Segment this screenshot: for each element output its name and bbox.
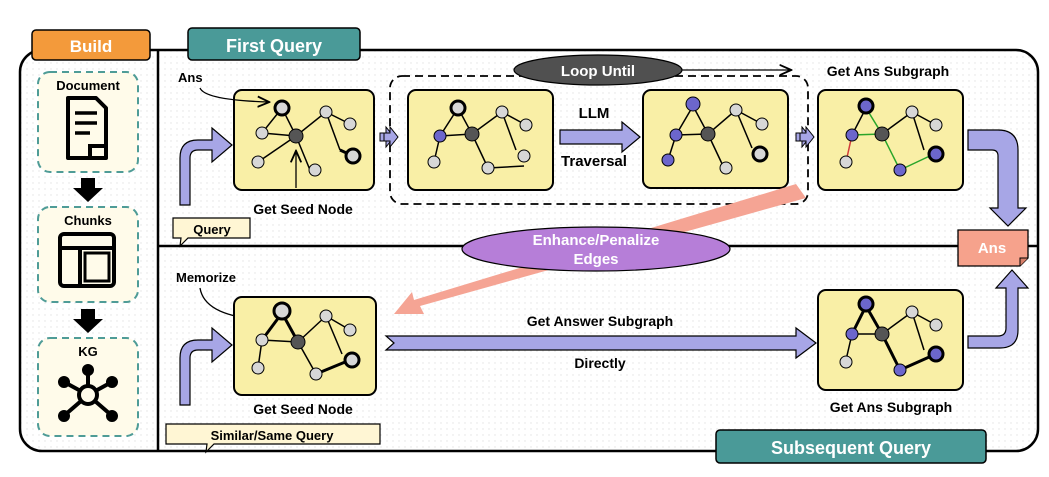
enhance-line1: Enhance/Penalize <box>533 232 660 249</box>
query-tag: Query <box>172 217 251 248</box>
ans-pointer-label: Ans <box>178 70 203 85</box>
graph-panel-traverse-1 <box>407 89 554 191</box>
graph-panel-seed <box>233 89 375 191</box>
ans-output-box: Ans <box>957 229 1029 267</box>
document-label: Document <box>56 78 120 93</box>
graph-panel-traverse-2 <box>642 89 789 189</box>
similar-query-label: Similar/Same Query <box>211 428 335 443</box>
chunks-label: Chunks <box>64 213 112 228</box>
similar-query-tag: Similar/Same Query <box>165 423 381 454</box>
enhance-line2: Edges <box>573 251 618 268</box>
tab-subsequent-query-label: Subsequent Query <box>771 438 931 458</box>
loop-until-label: Loop Until <box>561 63 635 80</box>
enhance-penalize-badge: Enhance/Penalize Edges <box>461 226 731 272</box>
tab-subsequent-query: Subsequent Query <box>715 429 987 464</box>
panel-arrow-1b <box>383 125 399 149</box>
memorize-label: Memorize <box>176 270 236 285</box>
graph-panel-answer-bottom <box>817 289 964 391</box>
tab-build-label: Build <box>70 37 113 56</box>
get-answer-subgraph-label: Get Answer Subgraph <box>527 313 674 329</box>
tab-build: Build <box>31 29 151 61</box>
get-ans-subgraph-label-top: Get Ans Subgraph <box>827 63 949 79</box>
build-arrow-1 <box>73 178 103 202</box>
get-ans-subgraph-label-bottom: Get Ans Subgraph <box>830 399 952 415</box>
directly-label: Directly <box>574 355 626 371</box>
similar-query-input-arrow <box>179 326 233 406</box>
build-arrow-2 <box>73 309 103 333</box>
llm-label: LLM <box>579 105 610 122</box>
tab-first-query-label: First Query <box>226 36 322 56</box>
loop-until-badge: Loop Until <box>513 54 683 86</box>
ans-pointer-arrow <box>199 87 268 102</box>
graph-panel-memorized <box>233 296 377 396</box>
graph-panel-answer-top <box>817 89 964 191</box>
build-kg: KG <box>37 337 139 437</box>
ans-output-label: Ans <box>978 240 1006 257</box>
chunks-icon <box>58 232 116 288</box>
query-input-arrow <box>179 126 233 206</box>
traversal-label: Traversal <box>561 153 627 170</box>
build-document: Document <box>37 71 139 173</box>
to-ans-arrow-top <box>967 129 1028 227</box>
llm-traversal-arrow <box>559 120 641 154</box>
tab-first-query: First Query <box>187 27 361 61</box>
seed-node-label-top: Get Seed Node <box>253 201 353 217</box>
to-ans-arrow-bottom <box>967 269 1030 349</box>
kg-label: KG <box>78 344 98 359</box>
panel-arrow-2b <box>799 125 815 149</box>
query-label: Query <box>193 222 231 237</box>
knowledge-graph-icon <box>58 364 118 422</box>
direct-subgraph-arrow <box>384 326 817 360</box>
build-chunks: Chunks <box>37 206 139 303</box>
document-icon <box>66 96 108 160</box>
seed-node-label-bottom: Get Seed Node <box>253 401 353 417</box>
